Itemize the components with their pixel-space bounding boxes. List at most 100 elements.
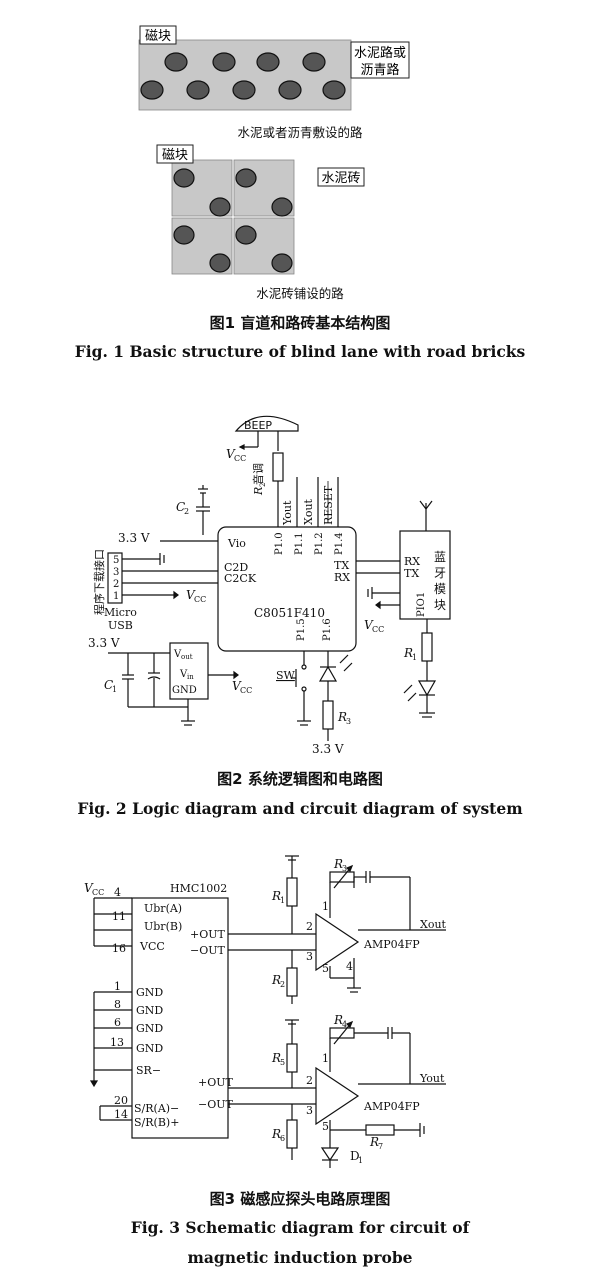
svg-text:3: 3 xyxy=(113,567,119,578)
svg-text:6: 6 xyxy=(280,1134,285,1143)
fig1-diagram: 磁块 水泥路或 沥青路 磁块 水泥砖 xyxy=(138,25,410,275)
svg-text:Yout: Yout xyxy=(419,1072,445,1085)
svg-text:R: R xyxy=(369,1135,379,1149)
svg-text:Micro: Micro xyxy=(104,606,137,619)
svg-text:R: R xyxy=(333,857,343,871)
svg-text:V: V xyxy=(84,881,94,895)
svg-text:+OUT: +OUT xyxy=(190,928,226,941)
svg-text:V: V xyxy=(232,679,242,693)
svg-text:V: V xyxy=(364,618,374,632)
svg-text:8: 8 xyxy=(114,998,121,1011)
svg-text:R: R xyxy=(271,1127,281,1141)
svg-text:5: 5 xyxy=(322,962,329,975)
svg-text:20: 20 xyxy=(114,1094,128,1107)
svg-text:D: D xyxy=(350,1149,360,1163)
svg-text:USB: USB xyxy=(108,619,133,632)
svg-text:5: 5 xyxy=(280,1058,285,1067)
svg-text:7: 7 xyxy=(378,1142,383,1151)
svg-text:P1.5: P1.5 xyxy=(296,618,307,641)
svg-text:2: 2 xyxy=(306,920,313,933)
svg-text:C8051F410: C8051F410 xyxy=(254,606,325,620)
svg-text:2: 2 xyxy=(280,980,285,989)
svg-text:CC: CC xyxy=(92,888,104,897)
svg-text:P1.6: P1.6 xyxy=(322,618,333,641)
fig3-caption-en2: magnetic induction probe xyxy=(187,1248,413,1267)
svg-text:5: 5 xyxy=(322,1120,329,1133)
resistor-r4 xyxy=(329,1027,355,1039)
svg-text:GND: GND xyxy=(136,1004,163,1017)
svg-text:SW: SW xyxy=(276,669,296,682)
svg-text:4: 4 xyxy=(346,960,353,973)
magnet-blocks-bricks xyxy=(173,168,293,273)
svg-text:3.3 V: 3.3 V xyxy=(118,531,150,545)
svg-text:TX: TX xyxy=(404,567,419,580)
svg-text:13: 13 xyxy=(110,1036,124,1049)
resistor-r5 xyxy=(286,1043,298,1073)
svg-text:3: 3 xyxy=(346,717,351,726)
svg-text:−OUT: −OUT xyxy=(190,944,226,957)
svg-text:3.3 V: 3.3 V xyxy=(312,742,344,756)
svg-text:RX: RX xyxy=(404,555,420,568)
svg-text:out: out xyxy=(181,653,193,661)
svg-text:GND: GND xyxy=(136,986,163,999)
svg-text:R: R xyxy=(271,973,281,987)
svg-text:3: 3 xyxy=(306,1104,313,1117)
resistor-r1 xyxy=(286,877,298,907)
svg-text:P1.2: P1.2 xyxy=(314,532,325,555)
svg-text:R: R xyxy=(271,889,281,903)
svg-text:3: 3 xyxy=(342,864,347,873)
svg-text:in: in xyxy=(187,673,194,681)
led2-icon xyxy=(318,665,338,682)
fig1-sub1: 水泥或者沥青敷设的路 xyxy=(237,125,363,140)
svg-text:Ubr(B): Ubr(B) xyxy=(144,920,182,933)
svg-text:TX: TX xyxy=(334,559,349,572)
svg-text:R: R xyxy=(271,1051,281,1065)
opamp-y xyxy=(315,1066,360,1126)
svg-text:2: 2 xyxy=(259,483,267,487)
svg-text:1: 1 xyxy=(280,896,285,905)
svg-text:4: 4 xyxy=(342,1020,347,1029)
svg-text:R: R xyxy=(333,1013,343,1027)
resistor-r3 xyxy=(329,871,355,883)
label-block-top: 磁块 xyxy=(139,25,177,45)
svg-text:音调: 音调 xyxy=(251,463,265,485)
svg-text:1: 1 xyxy=(114,980,121,993)
chip-hmc1002 xyxy=(131,897,229,1139)
svg-text:R: R xyxy=(403,646,413,660)
svg-text:Xout: Xout xyxy=(420,918,447,931)
svg-text:GND: GND xyxy=(172,685,197,696)
svg-text:3.3 V: 3.3 V xyxy=(88,636,120,650)
svg-text:3: 3 xyxy=(306,950,313,963)
svg-text:1: 1 xyxy=(358,1156,363,1165)
svg-text:R: R xyxy=(337,710,347,724)
svg-text:V: V xyxy=(179,669,188,680)
label-brick: 水泥砖 xyxy=(317,167,365,187)
svg-text:Vio: Vio xyxy=(227,537,246,550)
led-icon xyxy=(417,680,437,697)
svg-text:C2D: C2D xyxy=(224,561,248,574)
fig1-caption-en: Fig. 1 Basic structure of blind lane wit… xyxy=(74,342,526,361)
fig1-caption-cn: 图1 盲道和路砖基本结构图 xyxy=(209,314,391,332)
svg-text:P1.1: P1.1 xyxy=(294,532,305,555)
buzzer-beep: BEEP xyxy=(234,415,299,451)
svg-text:R: R xyxy=(252,487,265,496)
resistor-r6 xyxy=(286,1119,298,1149)
svg-text:水泥路或: 水泥路或 xyxy=(354,45,406,61)
svg-text:PIO1: PIO1 xyxy=(416,592,427,617)
svg-text:块: 块 xyxy=(434,598,446,612)
fig1-sub2: 水泥砖铺设的路 xyxy=(256,286,344,301)
svg-text:−OUT: −OUT xyxy=(198,1098,234,1111)
svg-text:2: 2 xyxy=(113,579,119,590)
regulator xyxy=(169,642,209,700)
resistor-r3 xyxy=(322,700,334,730)
svg-text:V: V xyxy=(173,649,182,660)
opamp-x xyxy=(315,912,360,972)
svg-text:+OUT: +OUT xyxy=(198,1076,234,1089)
fig3-caption-en1: Fig. 3 Schematic diagram for circuit of xyxy=(130,1218,470,1237)
svg-text:V: V xyxy=(226,447,236,461)
label-road: 水泥路或 沥青路 xyxy=(350,41,410,79)
svg-text:C: C xyxy=(176,500,185,514)
svg-text:1: 1 xyxy=(322,1052,329,1065)
svg-text:Ubr(A): Ubr(A) xyxy=(144,902,182,915)
svg-text:AMP04FP: AMP04FP xyxy=(363,938,420,951)
